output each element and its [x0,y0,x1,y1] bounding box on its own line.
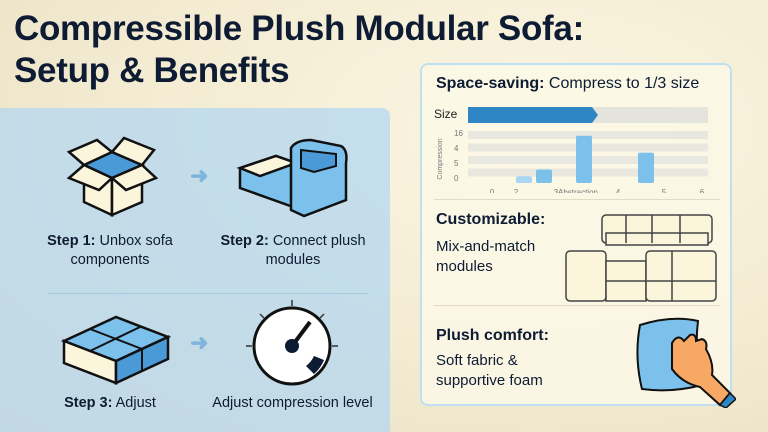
x-tick: 5 [662,188,667,193]
y-tick: 0 [454,174,459,183]
space-saving-bold: Space-saving: [436,75,545,92]
step-3-caption: Step 3: Adjust [40,394,180,413]
arrow-icon: ➜ [190,330,209,355]
compressed-cushion-icon [60,315,172,385]
step-4-text: Adjust compression level [212,395,373,411]
step-1-label: Step 1: [47,233,96,249]
size-arrow [468,107,598,123]
y-tick: 5 [454,159,459,168]
customizable-text-1: Mix-and-match [436,238,536,255]
customizable-text-2: modules [436,258,493,275]
step-3-label: Step 3: [64,395,113,411]
page-title: Compressible Plush Modular Sofa: Setup &… [14,8,584,92]
x-tick: 0 [490,188,495,193]
sofa-module-icon [236,138,348,218]
step-1-text-2: components [70,252,150,268]
plush-comfort-text-1: Soft fabric & [436,352,518,369]
title-line-1: Compressible Plush Modular Sofa: [14,9,584,48]
step-2-caption: Step 2: Connect plush modules [208,232,378,270]
steps-panel: ➜ Step 1: Unbox sofa components Step 2: C… [0,108,390,432]
y-axis-label: Compression [437,138,444,179]
chart-bar [638,152,654,183]
modular-sofa-icon [565,214,717,302]
chart-title: Size [434,107,458,121]
grid-band [468,131,708,139]
x-tick: 2 [514,188,519,193]
step-1-text: Unbox sofa [95,233,173,249]
x-tick: 3 [554,188,559,193]
plush-comfort-text-2: supportive foam [436,372,543,389]
divider [48,293,368,294]
step-1-caption: Step 1: Unbox sofa components [40,232,180,270]
step-3-text: Adjust [112,395,156,411]
step-2-text: Connect plush [268,233,366,249]
chart-bar [536,169,552,183]
arrow-icon: ➜ [190,163,209,188]
step-2-text-2: modules [265,252,321,268]
divider [434,199,720,200]
space-saving-text: Compress to 1/3 size [544,75,700,92]
hand-on-fabric-icon [636,317,736,408]
customizable-text: Mix-and-match modules [436,237,535,277]
step-2-label: Step 2: [220,233,269,249]
customizable-title: Customizable: [436,211,545,229]
chart-bar [516,176,532,183]
plush-comfort-title: Plush comfort: [436,327,549,345]
gauge-icon [246,300,338,386]
y-tick: 4 [454,144,459,153]
x-tick: Abstraction [558,188,598,193]
step-4-caption: Adjust compression level [200,394,385,413]
customizable-bold: Customizable: [436,211,546,228]
space-saving-title: Space-saving: Compress to 1/3 size [436,75,699,93]
divider [434,305,720,306]
x-tick: 4 [616,188,621,193]
title-line-2: Setup & Benefits [14,51,290,90]
x-tick: 6 [700,188,705,193]
plush-comfort-text: Soft fabric & supportive foam [436,351,543,391]
plush-comfort-bold: Plush comfort: [436,327,549,344]
chart-bar [576,135,592,183]
y-tick: 16 [454,129,463,138]
open-box-icon [66,136,159,217]
